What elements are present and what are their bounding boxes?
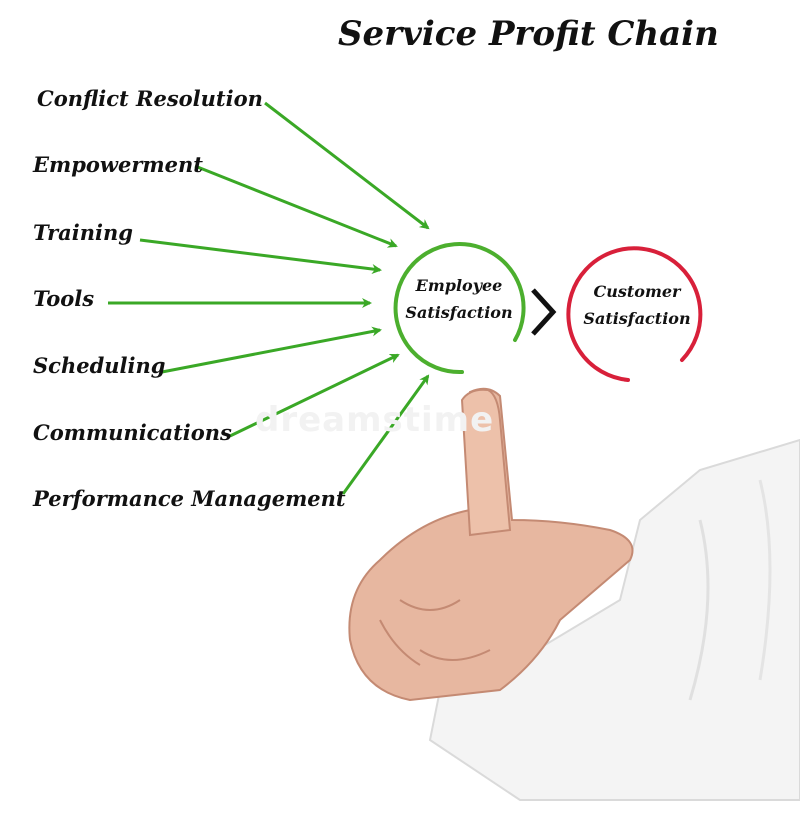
- arrow-empowerment: [194, 164, 398, 248]
- employee-satisfaction-label: Employee Satisfaction: [396, 272, 522, 326]
- customer-line1: Customer: [593, 282, 681, 301]
- hand-palm: [348, 387, 634, 702]
- finger-crease: [399, 599, 461, 611]
- arrow-performance-management: [341, 374, 430, 495]
- factor-tools: Tools: [33, 286, 95, 311]
- finger-crease: [379, 619, 421, 666]
- customer-satisfaction-ring: [566, 246, 703, 382]
- arrow-conflict-resolution: [264, 101, 430, 230]
- employee-satisfaction-ring: [393, 242, 526, 375]
- index-finger: [460, 388, 512, 537]
- factor-scheduling: Scheduling: [33, 353, 166, 378]
- customer-line2: Satisfaction: [583, 309, 691, 328]
- pointing-hand-illustration: [348, 387, 800, 801]
- arrow-communications: [229, 353, 400, 438]
- employee-line2: Satisfaction: [405, 303, 513, 322]
- page-title: Service Profit Chain: [338, 14, 719, 54]
- sleeve-fold: [758, 479, 772, 681]
- watermark: dreamstime: [255, 400, 495, 440]
- sleeve-fold: [688, 519, 710, 701]
- factor-communications: Communications: [33, 420, 232, 445]
- arrow-scheduling: [161, 326, 382, 374]
- employee-line1: Employee: [415, 276, 503, 295]
- chevron-right-icon: [531, 288, 557, 336]
- arrow-training: [139, 238, 382, 274]
- factor-training: Training: [33, 220, 133, 245]
- finger-crease: [419, 649, 491, 661]
- factor-empowerment: Empowerment: [33, 152, 203, 177]
- factor-conflict-resolution: Conflict Resolution: [37, 86, 263, 111]
- factor-performance-management: Performance Management: [33, 486, 346, 511]
- arrows-group: [108, 101, 430, 495]
- customer-satisfaction-label: Customer Satisfaction: [574, 278, 700, 332]
